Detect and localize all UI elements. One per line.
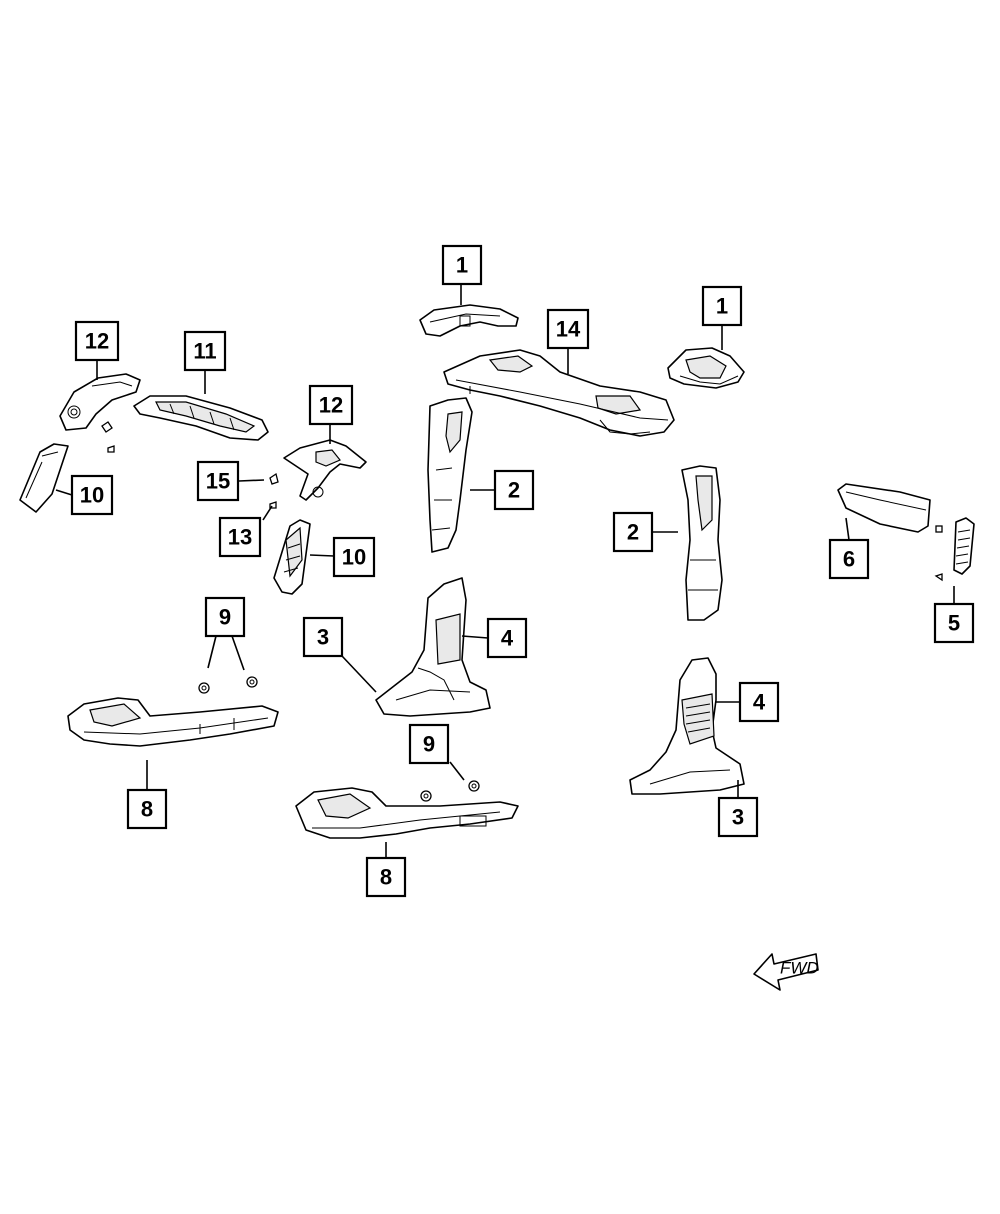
callout-label: 5 <box>948 611 960 636</box>
callout-label: 1 <box>456 253 468 278</box>
callout-15: 15 <box>196 460 240 502</box>
callout-label: 9 <box>423 732 435 757</box>
part-4-center-lower-pillar <box>375 577 491 717</box>
part-4-right-lower-pillar <box>629 657 745 795</box>
part-11-trim-panel <box>133 395 269 441</box>
callout-14: 14 <box>546 308 590 350</box>
callout-label: 6 <box>843 547 855 572</box>
part-9-nuts-left <box>198 676 258 694</box>
callout-9-center: 9 <box>408 723 450 765</box>
callout-label: 13 <box>228 525 252 550</box>
callout-11: 11 <box>183 330 227 372</box>
callout-label: 8 <box>380 865 392 890</box>
part-8-left-sill <box>67 697 279 747</box>
part-10-left-panel <box>19 443 69 513</box>
callout-12-left: 12 <box>74 320 120 362</box>
callout-13: 13 <box>218 516 262 558</box>
callout-label: 15 <box>206 469 230 494</box>
callout-6: 6 <box>828 538 870 580</box>
part-2-center-pillar <box>427 397 473 553</box>
part-2-right-pillar <box>681 465 723 621</box>
callout-label: 12 <box>319 393 343 418</box>
callout-12-center: 12 <box>308 384 354 426</box>
callout-2-right: 2 <box>612 511 654 553</box>
callout-8-left: 8 <box>126 788 168 830</box>
callout-4-right: 4 <box>738 681 780 723</box>
part-12-center-bracket <box>283 439 367 501</box>
callout-9-left: 9 <box>204 596 246 638</box>
callout-3-right: 3 <box>717 796 759 838</box>
callout-label: 10 <box>80 483 104 508</box>
part-10-center-panel <box>273 519 311 595</box>
part-1-upper-trim <box>419 304 519 337</box>
callout-1-right: 1 <box>701 285 743 327</box>
part-6-trim-panel <box>837 483 931 533</box>
part-12-left-bracket <box>59 373 141 431</box>
callout-label: 3 <box>732 805 744 830</box>
callout-label: 9 <box>219 605 231 630</box>
leader-lines <box>55 285 955 858</box>
callout-5: 5 <box>933 602 975 644</box>
part-screws-left <box>101 421 115 453</box>
callout-label: 11 <box>193 339 216 364</box>
callout-label: 2 <box>508 478 520 503</box>
callout-3-center: 3 <box>302 616 344 658</box>
callout-10-center: 10 <box>332 536 376 578</box>
fwd-direction-arrow: FWD <box>753 953 819 991</box>
callout-1-top: 1 <box>441 244 483 286</box>
callout-label: 14 <box>556 317 581 342</box>
fwd-label: FWD <box>780 959 819 978</box>
part-8-center-sill <box>295 787 519 839</box>
callout-label: 3 <box>317 625 329 650</box>
callout-10-left: 10 <box>70 474 114 516</box>
callout-label: 4 <box>753 690 766 715</box>
callout-label: 8 <box>141 797 153 822</box>
callout-label: 1 <box>716 294 728 319</box>
callout-label: 10 <box>342 545 366 570</box>
callout-8-center: 8 <box>365 856 407 898</box>
callout-label: 4 <box>501 626 514 651</box>
callout-4-center: 4 <box>486 617 528 659</box>
callout-2-center: 2 <box>493 469 535 511</box>
callout-label: 2 <box>627 520 639 545</box>
part-5-vent <box>934 517 975 582</box>
part-9-nuts-center <box>420 780 480 802</box>
part-14-header-rail <box>443 349 675 437</box>
part-1-right-bracket <box>667 347 745 389</box>
callout-label: 12 <box>85 329 109 354</box>
part-fasteners-center <box>269 472 279 509</box>
